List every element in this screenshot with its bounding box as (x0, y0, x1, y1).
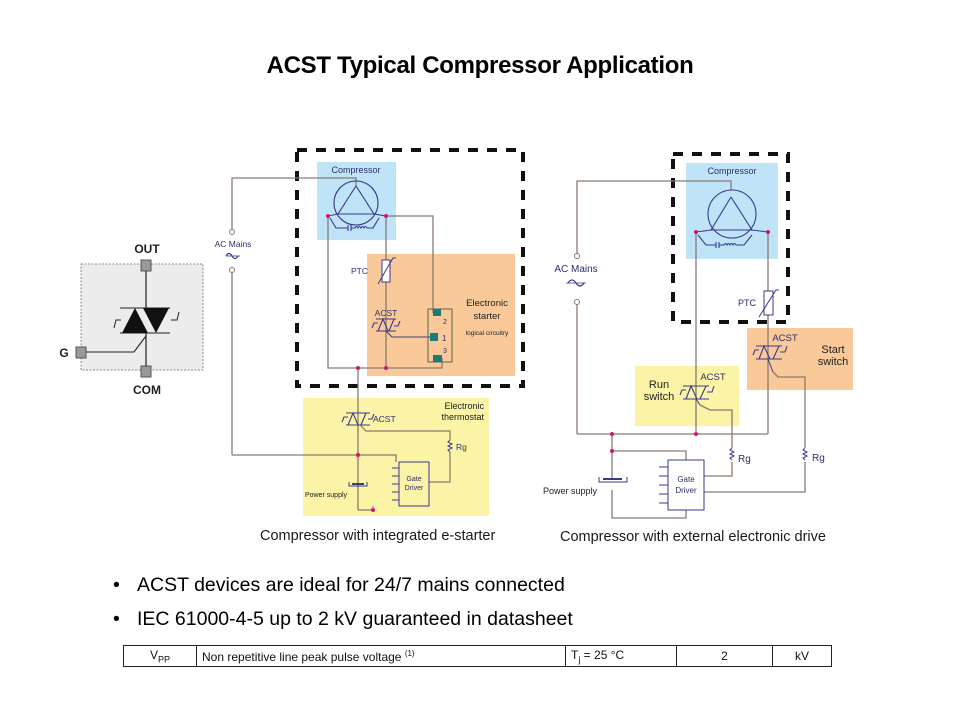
acst-start-label: ACST (772, 333, 798, 344)
ptc-label: PTC (738, 298, 757, 308)
unit-cell: kV (772, 645, 832, 667)
pin-1-label: 1 (442, 334, 447, 343)
rg-label-1: Rg (738, 454, 751, 465)
junction-dot (694, 230, 698, 234)
starter-logic-chip: 2 1 3 (427, 308, 453, 363)
acst-symbol: OUT COM G (59, 242, 204, 397)
gate-pin (75, 346, 87, 359)
left-diagram: AC Mains Compressor PTC (215, 148, 525, 516)
acst-triac-starter (371, 317, 430, 338)
junction-dot (694, 432, 698, 436)
right-diagram-caption: Compressor with external electronic driv… (560, 529, 826, 545)
bullet-text: ACST devices are ideal for 24/7 mains co… (137, 574, 565, 596)
gate-driver-label-1: Gate (677, 475, 695, 484)
rg-resistor-icon (446, 439, 454, 453)
rg-label: Rg (456, 442, 467, 452)
compressor-motor-icon (695, 189, 769, 248)
starter-title-line2: starter (474, 311, 501, 322)
left-diagram-caption: Compressor with integrated e-starter (260, 528, 496, 544)
bullet-text: IEC 61000-4-5 up to 2 kV guaranteed in d… (137, 608, 573, 630)
compressor-block (686, 163, 778, 259)
gate-driver-left: Gate Driver (392, 461, 430, 507)
com-pin-label: COM (133, 383, 161, 397)
symbol-cell: VPP (123, 645, 197, 667)
start-switch-line2: switch (818, 356, 849, 368)
triac-triangle-up (122, 308, 148, 333)
bullet-item: • IEC 61000-4-5 up to 2 kV guaranteed in … (113, 606, 573, 640)
starter-title-line1: Electronic (466, 298, 508, 309)
junction-dot (326, 214, 330, 218)
acst-starter-label: ACST (375, 308, 398, 318)
gate-driver-label-1: Gate (406, 476, 421, 483)
bullet-item: • ACST devices are ideal for 24/7 mains c… (113, 572, 573, 606)
power-supply-label: Power supply (305, 492, 348, 499)
junction-dot (371, 508, 375, 512)
power-supply-left: Power supply (305, 482, 368, 499)
junction-dot (610, 432, 614, 436)
acst-thermostat-label: ACST (373, 414, 396, 424)
run-switch-line1: Run (649, 379, 669, 391)
gate-driver-label-2: Driver (405, 485, 424, 492)
ac-mains-label: AC Mains (554, 264, 597, 275)
power-supply-right: Power supply (543, 477, 628, 496)
table-row: VPP Non repetitive line peak pulse volta… (123, 645, 832, 667)
start-switch-line1: Start (821, 344, 844, 356)
ac-mains-label: AC Mains (215, 239, 252, 249)
value-cell: 2 (676, 645, 773, 667)
gate-driver-right: Gate Driver (659, 459, 705, 511)
compressor-label: Compressor (707, 166, 756, 176)
acst-run-label: ACST (700, 372, 726, 383)
junction-dot (356, 366, 360, 370)
condition-cell: Tj = 25 °C (565, 645, 677, 667)
compressor-label: Compressor (331, 165, 380, 175)
compressor-motor-icon (327, 180, 387, 231)
junction-dot (766, 230, 770, 234)
com-pin (140, 365, 152, 378)
power-supply-label: Power supply (543, 486, 598, 496)
pin-2-label: 2 (443, 319, 447, 326)
triac-triangle-down (143, 308, 169, 333)
bullet-icon: • (113, 608, 120, 630)
junction-dot (384, 214, 388, 218)
pin-3-label: 3 (443, 348, 447, 355)
spec-table: VPP Non repetitive line peak pulse volta… (123, 645, 832, 667)
ptc-thermistor-right: PTC (738, 289, 779, 318)
rg-resistor-icon (728, 447, 736, 461)
junction-dot (610, 449, 614, 453)
rg-resistor-icon (801, 447, 809, 461)
rg-label-2: Rg (812, 453, 825, 464)
ac-mains-left: AC Mains (215, 229, 252, 273)
starter-subtitle: logical circuitry (466, 330, 509, 337)
compressor-unit-boundary (295, 148, 525, 388)
out-pin (140, 259, 152, 272)
acst-triac-start (752, 344, 788, 360)
ptc-label: PTC (351, 266, 368, 276)
out-pin-label: OUT (134, 242, 160, 256)
thermostat-title-line2: thermostat (441, 412, 484, 422)
right-diagram: AC Mains Compressor PTC (543, 152, 853, 519)
junction-dot (384, 366, 388, 370)
slide-title: ACST Typical Compressor Application (266, 52, 694, 79)
gate-driver-label-2: Driver (675, 486, 697, 495)
acst-package-box (80, 263, 204, 371)
run-switch-line2: switch (644, 391, 675, 403)
thermostat-title-line1: Electronic (444, 401, 484, 411)
ac-mains-right: AC Mains (554, 253, 598, 305)
ptc-thermistor-left: PTC (351, 257, 396, 285)
compressor-unit-boundary (671, 152, 790, 324)
bullet-icon: • (113, 574, 120, 596)
bullet-list: • ACST devices are ideal for 24/7 mains c… (113, 572, 573, 640)
acst-triac-thermostat (341, 411, 375, 426)
junction-dot (356, 453, 360, 457)
parameter-cell: Non repetitive line peak pulse voltage (… (196, 645, 566, 667)
gate-pin-label: G (59, 346, 68, 360)
